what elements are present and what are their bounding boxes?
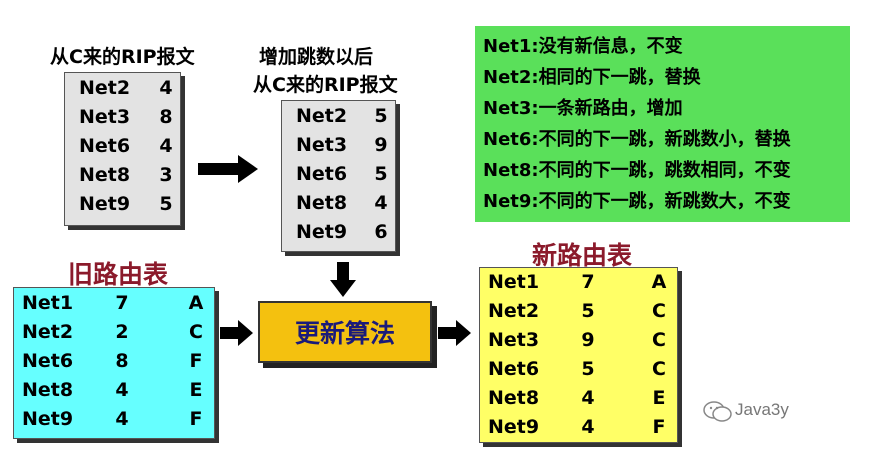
hop-count: 4 bbox=[115, 379, 129, 401]
hop-count: 7 bbox=[581, 271, 595, 293]
rip-message-incremented: Net2 5 Net3 9 Net6 5 Net8 4 Net9 6 bbox=[281, 100, 396, 252]
net-id: Net9 bbox=[488, 416, 540, 438]
hop-count: 8 bbox=[159, 106, 173, 128]
hop-count: 3 bbox=[159, 164, 173, 186]
next-hop: A bbox=[188, 292, 204, 314]
hop-count: 4 bbox=[115, 408, 129, 430]
rip-row: Net2 4 bbox=[79, 75, 174, 104]
net-id: Net8 bbox=[296, 192, 348, 214]
rip-row: Net3 9 bbox=[296, 132, 389, 161]
hop-count: 5 bbox=[374, 105, 388, 127]
table-row: Net1 7 A bbox=[22, 290, 206, 319]
rule-line: Net3:一条新路由，增加 bbox=[483, 98, 683, 119]
net-id: Net9 bbox=[22, 408, 74, 430]
net-id: Net6 bbox=[296, 163, 348, 185]
net-id: Net6 bbox=[79, 135, 131, 157]
hop-count: 5 bbox=[581, 300, 595, 322]
hop-count: 8 bbox=[115, 350, 129, 372]
net-id: Net8 bbox=[22, 379, 74, 401]
hop-count: 4 bbox=[581, 387, 595, 409]
net-id: Net8 bbox=[79, 164, 131, 186]
table-row: Net6 8 F bbox=[22, 348, 206, 377]
hop-count: 4 bbox=[581, 416, 595, 438]
hop-count: 4 bbox=[374, 192, 388, 214]
rule-line: Net6:不同的下一跳，新跳数小，替换 bbox=[483, 129, 791, 150]
rip-row: Net9 6 bbox=[296, 219, 389, 248]
rip-row: Net3 8 bbox=[79, 104, 174, 133]
net-id: Net9 bbox=[79, 193, 131, 215]
net-id: Net3 bbox=[79, 106, 131, 128]
table-row: Net9 4 F bbox=[22, 406, 206, 435]
table-row: Net1 7 A bbox=[488, 269, 669, 298]
table-row: Net8 4 E bbox=[488, 385, 669, 414]
net-id: Net8 bbox=[488, 387, 540, 409]
next-hop: C bbox=[652, 329, 666, 351]
caption-rip-from-c: 从C来的RIP报文 bbox=[50, 46, 195, 68]
old-table-title: 旧路由表 bbox=[68, 260, 169, 289]
hop-count: 4 bbox=[159, 77, 173, 99]
right-arrow-icon bbox=[198, 155, 258, 183]
hop-count: 5 bbox=[159, 193, 173, 215]
watermark-text: Java3y bbox=[735, 400, 789, 419]
next-hop: A bbox=[651, 271, 667, 293]
net-id: Net3 bbox=[296, 134, 348, 156]
table-row: Net3 9 C bbox=[488, 327, 669, 356]
next-hop: F bbox=[652, 416, 666, 438]
net-id: Net3 bbox=[488, 329, 540, 351]
rip-row: Net8 3 bbox=[79, 162, 174, 191]
next-hop: C bbox=[652, 358, 666, 380]
hop-count: 6 bbox=[374, 221, 388, 243]
table-row: Net8 4 E bbox=[22, 377, 206, 406]
net-id: Net2 bbox=[22, 321, 74, 343]
net-id: Net2 bbox=[79, 77, 131, 99]
rip-row: Net8 4 bbox=[296, 190, 389, 219]
hop-count: 7 bbox=[115, 292, 129, 314]
hop-count: 9 bbox=[581, 329, 595, 351]
down-arrow-icon bbox=[330, 262, 356, 297]
right-arrow-icon bbox=[438, 320, 471, 346]
update-algorithm-box: 更新算法 bbox=[258, 301, 432, 363]
rip-row: Net9 5 bbox=[79, 191, 174, 220]
net-id: Net2 bbox=[488, 300, 540, 322]
next-hop: F bbox=[189, 408, 203, 430]
caption-after-increment-line2: 从C来的RIP报文 bbox=[253, 74, 398, 96]
rip-row: Net6 5 bbox=[296, 161, 389, 190]
rip-row: Net2 5 bbox=[296, 103, 389, 132]
net-id: Net9 bbox=[296, 221, 348, 243]
rule-line: Net9:不同的下一跳，新跳数大，不变 bbox=[483, 191, 791, 212]
table-row: Net2 2 C bbox=[22, 319, 206, 348]
rule-line: Net8:不同的下一跳，跳数相同，不变 bbox=[483, 160, 791, 181]
hop-count: 9 bbox=[374, 134, 388, 156]
rip-message-from-c: Net2 4 Net3 8 Net6 4 Net8 3 Net9 5 bbox=[64, 72, 181, 226]
new-table-title: 新路由表 bbox=[532, 241, 633, 270]
next-hop: E bbox=[652, 387, 666, 409]
hop-count: 2 bbox=[115, 321, 129, 343]
next-hop: C bbox=[652, 300, 666, 322]
caption-after-increment-line1: 增加跳数以后 bbox=[259, 46, 374, 68]
net-id: Net6 bbox=[22, 350, 74, 372]
next-hop: F bbox=[189, 350, 203, 372]
hop-count: 4 bbox=[159, 135, 173, 157]
next-hop: C bbox=[189, 321, 203, 343]
net-id: Net6 bbox=[488, 358, 540, 380]
wechat-icon bbox=[703, 401, 732, 422]
net-id: Net1 bbox=[22, 292, 74, 314]
rule-line: Net2:相同的下一跳，替换 bbox=[483, 67, 701, 88]
net-id: Net1 bbox=[488, 271, 540, 293]
table-row: Net6 5 C bbox=[488, 356, 669, 385]
right-arrow-icon bbox=[220, 320, 253, 346]
hop-count: 5 bbox=[374, 163, 388, 185]
table-row: Net2 5 C bbox=[488, 298, 669, 327]
update-rules-box: Net1:没有新信息，不变 Net2:相同的下一跳，替换 Net3:一条新路由，… bbox=[475, 26, 850, 222]
rip-row: Net6 4 bbox=[79, 133, 174, 162]
next-hop: E bbox=[189, 379, 203, 401]
net-id: Net2 bbox=[296, 105, 348, 127]
hop-count: 5 bbox=[581, 358, 595, 380]
table-row: Net9 4 F bbox=[488, 414, 669, 443]
rule-line: Net1:没有新信息，不变 bbox=[483, 36, 683, 57]
